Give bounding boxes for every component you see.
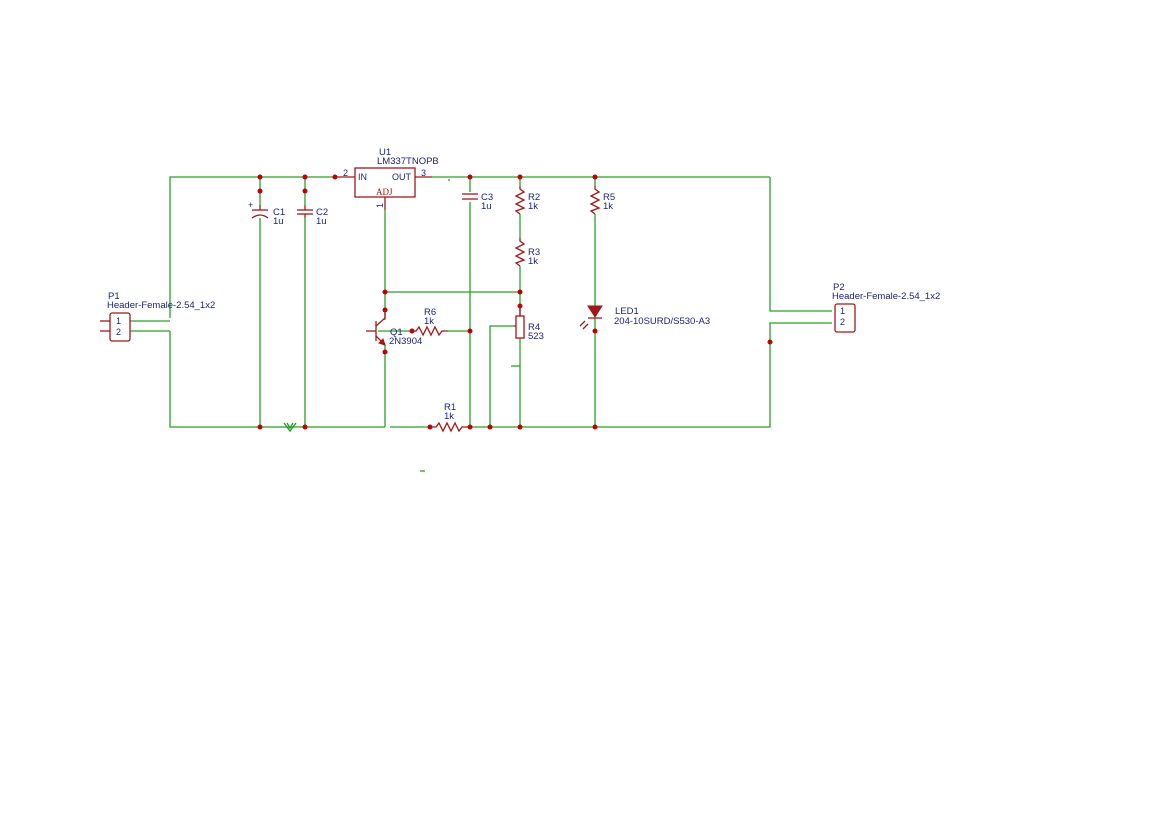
u1-pin-number-3: 3 <box>421 168 426 178</box>
u1-value: LM337TNOPB <box>377 156 439 167</box>
r6-value: 1k <box>424 316 434 327</box>
wire-r4-wiper <box>489 325 514 427</box>
c2-ref: C2 <box>316 207 328 218</box>
r4-ref: R4 <box>528 322 540 333</box>
r5-value: 1k <box>603 201 613 212</box>
c1-plus-sign: + <box>248 200 253 210</box>
u1-pin-in: IN <box>358 172 367 182</box>
junction <box>487 424 493 430</box>
q1-transistor[interactable]: Q1 2N3904 <box>366 310 422 347</box>
u1-pin-number-1: 1 <box>375 203 385 208</box>
r3-ref: R3 <box>528 247 540 258</box>
p2-value: Header-Female-2.54_1x2 <box>832 291 940 302</box>
junction <box>467 328 473 334</box>
junction <box>767 339 773 345</box>
r2-ref: R2 <box>528 192 540 203</box>
p1-pin-1: 1 <box>116 316 121 326</box>
r2-resistor[interactable]: R2 1k <box>514 186 540 215</box>
r4-potentiometer[interactable]: R4 523 <box>514 306 544 342</box>
u1-pin-number-2: 2 <box>343 168 348 178</box>
p1-value: Header-Female-2.54_1x2 <box>107 300 215 311</box>
c1-value: 1u <box>273 216 284 227</box>
junction <box>257 424 263 430</box>
junction <box>517 174 523 180</box>
u1-pin-out: OUT <box>392 172 412 182</box>
p2-pin-2: 2 <box>840 317 845 327</box>
r1-ref: R1 <box>444 402 456 413</box>
wires <box>130 176 832 472</box>
r2-value: 1k <box>528 201 538 212</box>
junction <box>382 349 388 355</box>
c2-capacitor[interactable]: C2 1u <box>297 205 328 227</box>
led1-value: 204-10SURD/S530-A3 <box>614 316 710 327</box>
junction <box>592 174 598 180</box>
p1-ref: P1 <box>108 291 120 302</box>
junction <box>302 424 308 430</box>
c2-value: 1u <box>316 216 327 227</box>
r1-resistor[interactable]: R1 1k <box>430 402 470 433</box>
q1-value: 2N3904 <box>389 336 422 347</box>
r3-resistor[interactable]: R3 1k <box>514 238 540 267</box>
r6-ref: R6 <box>424 307 436 318</box>
led1-ref: LED1 <box>615 306 639 317</box>
c3-ref: C3 <box>481 192 493 203</box>
junction <box>467 174 473 180</box>
r4-value: 523 <box>528 331 544 342</box>
junction <box>592 328 598 334</box>
c1-ref: C1 <box>273 207 285 218</box>
led1-diode[interactable]: LED1 204-10SURD/S530-A3 <box>579 305 710 330</box>
c1-capacitor[interactable]: + C1 1u <box>248 200 285 227</box>
junction <box>592 424 598 430</box>
wire-top-left <box>169 176 335 318</box>
u1-ref: U1 <box>379 147 391 158</box>
p1-pin-2: 2 <box>116 327 121 337</box>
c3-capacitor[interactable]: C3 1u <box>462 192 493 212</box>
junction <box>257 174 263 180</box>
r6-resistor[interactable]: R6 1k <box>412 307 448 337</box>
junction <box>257 188 263 194</box>
wire-bottom-left <box>169 331 385 428</box>
junction <box>302 188 308 194</box>
c3-value: 1u <box>481 201 492 212</box>
u1-regulator[interactable]: IN OUT ADJ 2 3 1 U1 LM337TNOPB <box>335 147 439 210</box>
wire-top-right <box>769 177 832 312</box>
junction <box>517 289 523 295</box>
junction <box>517 424 523 430</box>
ground-icon <box>283 422 297 433</box>
r5-ref: R5 <box>603 192 615 203</box>
p2-pin-1: 1 <box>840 306 845 316</box>
junction <box>382 289 388 295</box>
u1-pin-adj: ADJ <box>376 187 393 197</box>
q1-ref: Q1 <box>390 327 403 338</box>
r3-value: 1k <box>528 256 538 267</box>
r5-resistor[interactable]: R5 1k <box>589 186 615 215</box>
junctions <box>257 174 773 430</box>
p2-ref: P2 <box>833 282 845 293</box>
p2-header[interactable]: 1 2 P2 Header-Female-2.54_1x2 <box>832 282 940 333</box>
wire-bottom-right <box>470 322 832 428</box>
p1-header[interactable]: 1 2 P1 Header-Female-2.54_1x2 <box>100 291 215 342</box>
junction <box>302 174 308 180</box>
r1-value: 1k <box>444 411 454 422</box>
